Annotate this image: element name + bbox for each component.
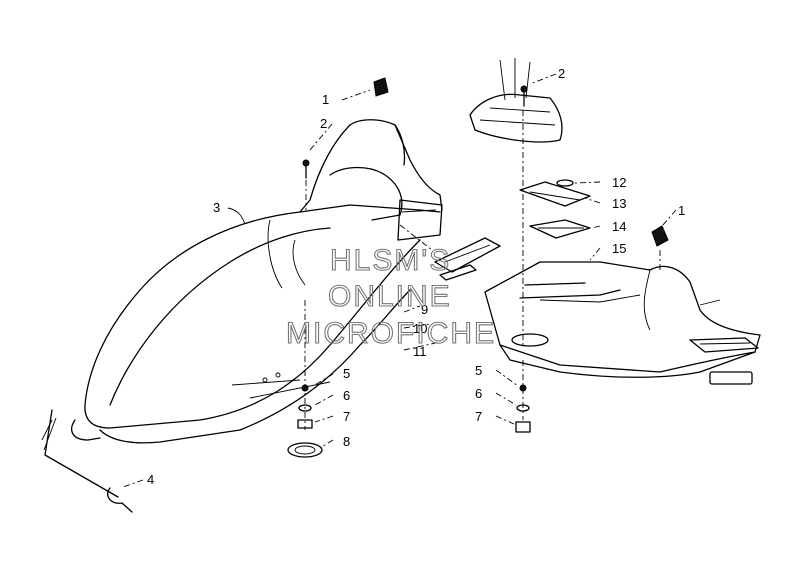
part-1-right-pad xyxy=(651,225,669,247)
callout-13: 13 xyxy=(612,196,626,211)
callout-6-left: 6 xyxy=(343,388,350,403)
callout-3: 3 xyxy=(213,200,220,215)
part-7-right-nut xyxy=(515,421,531,433)
part-10-seal xyxy=(439,264,477,281)
callout-9: 9 xyxy=(421,302,428,317)
callout-10: 10 xyxy=(413,321,427,336)
watermark-line-1: HLSM'S xyxy=(330,244,451,277)
upper-frame-fragment xyxy=(469,58,563,143)
part-6-left-washer xyxy=(298,404,312,412)
callout-12: 12 xyxy=(612,175,626,190)
callout-1-left: 1 xyxy=(322,92,329,107)
part-7-left-nut xyxy=(297,419,313,429)
part-9-seal xyxy=(434,237,501,273)
part-15-rear-pan xyxy=(484,261,761,385)
callout-14: 14 xyxy=(612,219,626,234)
part-1-left-pad xyxy=(373,77,389,97)
callout-4: 4 xyxy=(147,472,154,487)
callout-8: 8 xyxy=(343,434,350,449)
callout-1-right: 1 xyxy=(678,203,685,218)
part-14-gasket xyxy=(529,219,591,239)
part-5-right-washer xyxy=(519,384,527,392)
callout-2-right: 2 xyxy=(558,66,565,81)
leader-lines xyxy=(122,73,677,488)
watermark-line-2: ONLINE xyxy=(328,280,452,313)
callout-7-left: 7 xyxy=(343,409,350,424)
callout-6-right: 6 xyxy=(475,386,482,401)
callout-2-left: 2 xyxy=(320,116,327,131)
callout-7-right: 7 xyxy=(475,409,482,424)
part-3-body-shell xyxy=(71,119,443,444)
callout-11: 11 xyxy=(413,344,427,359)
watermark: HLSM'S ONLINE MICROFICHE xyxy=(285,243,496,350)
part-13-plate xyxy=(519,181,591,207)
callout-15: 15 xyxy=(612,241,626,256)
part-6-right-washer xyxy=(516,404,530,412)
part-12-plug xyxy=(556,179,574,187)
part-8-grommet xyxy=(287,442,323,458)
watermark-line-3: MICROFICHE xyxy=(286,317,496,350)
part-4-hook xyxy=(44,409,133,513)
part-5-left-washer xyxy=(301,384,309,392)
callout-5-right: 5 xyxy=(475,363,482,378)
callout-5-left: 5 xyxy=(343,366,350,381)
